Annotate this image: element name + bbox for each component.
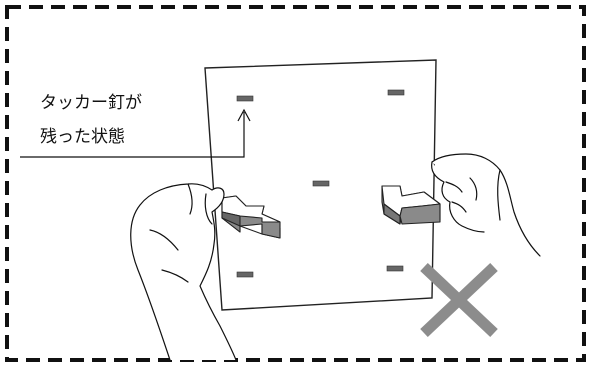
arrow-left-icon (381, 185, 441, 225)
left-hand (130, 183, 237, 361)
cross-mark-icon (420, 262, 498, 338)
staple (386, 265, 404, 272)
staple (312, 180, 330, 187)
staple (387, 89, 405, 96)
staple (236, 271, 254, 278)
callout-line-1: タッカー釘が (40, 93, 142, 113)
staples (236, 89, 405, 278)
staple (236, 95, 254, 102)
right-hand (431, 153, 541, 257)
callout-leader (20, 108, 251, 158)
arrow-right-icon (221, 195, 281, 239)
callout-line-2: 残った状態 (40, 127, 125, 147)
dashed-frame (5, 5, 586, 362)
